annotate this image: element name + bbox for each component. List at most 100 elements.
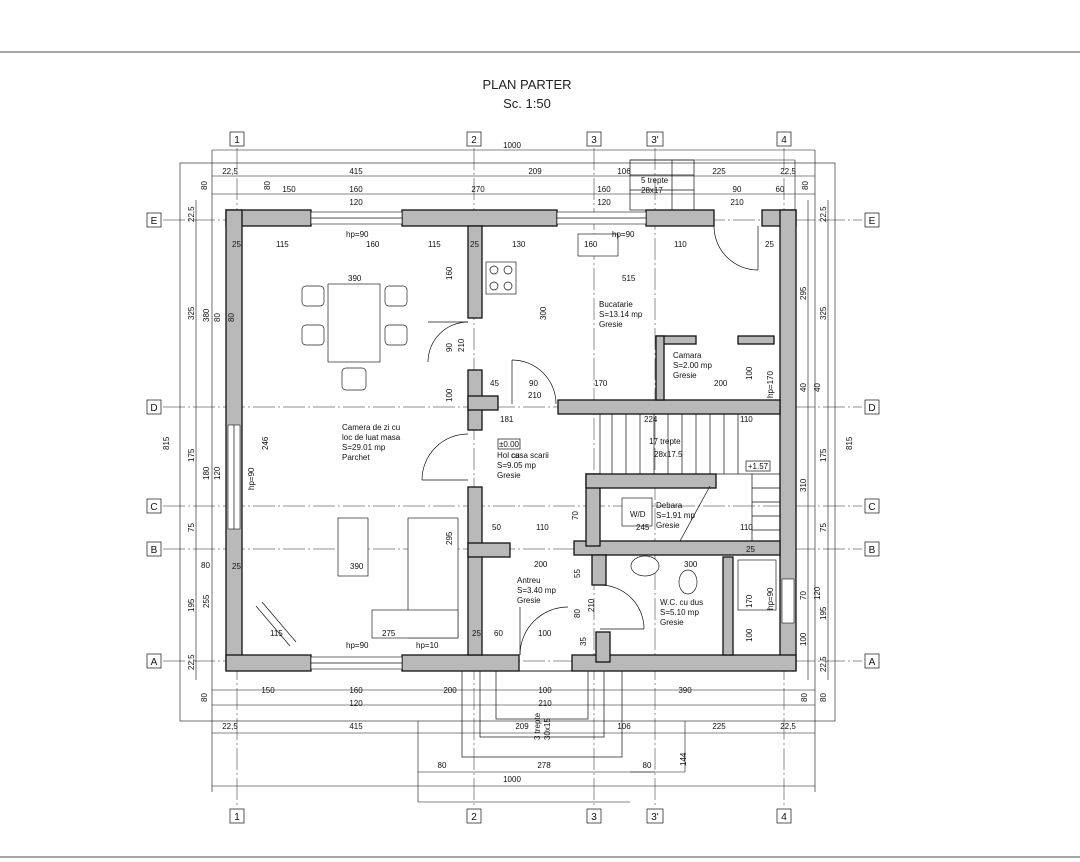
room-pantry-floor: Gresie [673,371,697,380]
dim-left: 325 [187,306,196,320]
grid-labels-sides: E D C B A E D C B A [146,212,880,669]
grid-label-2-bottom: 2 [471,812,477,823]
sill-height-bottom-left: hp=90 [346,641,369,650]
dim-bottom-r2: 415 [349,722,363,731]
dim-left: 22,5 [187,654,196,670]
dim-top-r2: 60 [776,185,785,194]
grid-labels-top: 1 2 3 3' 4 [229,131,792,147]
dim-bottom-r2: 22,5 [780,722,796,731]
dim-bottom-overall: 1000 [503,775,521,784]
dim-bottom-r1b: 210 [538,699,552,708]
dim-int: 100 [745,628,754,642]
dim-right: 40 [813,383,822,392]
grid-label-C-left: C [150,502,157,513]
room-wc-name: W.C. cu dus [660,598,703,607]
dim-top-r2b: 120 [597,198,611,207]
dim-int: 200 [534,560,548,569]
dim-right: 22,5 [819,656,828,672]
dim-int: 390 [350,562,364,571]
dim-bottom-r2: 106 [617,722,631,731]
room-hall-l1: Hol cu [497,451,520,460]
dim-int: 160 [445,266,454,280]
dimensions-left: 22,5 325 380 815 175 180 120 75 80 195 2… [162,206,236,670]
outside-steps-top-size: 28x17 [641,186,663,195]
dim-bottom-r2: 225 [712,722,726,731]
dim-top-height: 80 [263,181,272,190]
dim-right: 195 [819,606,828,620]
dim-int: 160 [366,240,380,249]
dim-int: 224 [644,415,658,424]
sill-height-top-left: hp=90 [346,230,369,239]
dim-int: 110 [740,415,753,424]
dim-int: 210 [457,338,466,352]
chair [301,285,325,307]
dim-right: 120 [813,586,822,600]
plan-scale: Sc. 1:50 [503,96,551,111]
dim-top-r2: 270 [471,185,485,194]
dim-int: 170 [594,379,608,388]
dim-int: 100 [445,388,454,402]
dim-int: 130 [512,240,526,249]
interior-walls [467,225,781,663]
dim-int: 35 [579,637,588,646]
dim-right: 80 [819,693,828,702]
toilet [678,569,698,595]
room-pantry-name: Camara [673,351,702,360]
grid-label-2-top: 2 [471,135,477,146]
dim-right: 40 [799,383,808,392]
grid-label-3-top: 3 [591,135,597,146]
level-zero: ±0.00 [499,440,520,449]
room-living-l2: loc de luat masa [342,433,401,442]
dim-right: 80 [801,181,810,190]
washer-dryer [621,497,653,527]
dim-int: 25 [472,629,481,638]
exterior-walls [225,209,797,672]
dim-left: 80 [213,313,222,322]
dim-top-r2: 160 [597,185,611,194]
annotations: 17 trepte 28x17.5 ±0.00 +1.57 W/D 5 trep… [247,176,775,740]
dim-int: 160 [584,240,598,249]
dim-int: 515 [622,274,636,283]
stove [485,261,517,295]
dim-top-overall: 1000 [503,141,521,150]
dim-top-r1: 22,5 [780,167,796,176]
outside-steps-bottom-size: 30x15 [543,718,552,740]
room-kitchen-area: S=13.14 mp [599,310,643,319]
dim-int: 55 [573,569,582,578]
dim-int: 115 [428,240,441,249]
dim-int: 300 [539,306,548,320]
dim-right: 310 [799,478,808,492]
dim-left: 22,5 [187,206,196,222]
stairs-size: 28x17.5 [654,450,683,459]
dim-int: 390 [348,274,362,283]
dim-right: 22,5 [819,206,828,222]
dim-bottom-side: 80 [200,693,209,702]
chair [384,285,408,307]
dim-int: 200 [714,379,728,388]
dim-int: 90 [445,343,454,352]
dim-bottom-r1: 160 [349,686,363,695]
dim-int: 295 [445,531,454,545]
dim-left: 255 [202,594,211,608]
room-labels: Camera de zi cu loc de luat masa S=29.01… [342,300,712,627]
dim-int: 210 [587,598,596,612]
dim-int: 45 [490,379,499,388]
outside-steps-bottom-count: 3 trepte [533,712,542,740]
grid-label-E-left: E [151,216,158,227]
room-storage-name: Debara [656,501,683,510]
room-living-floor: Parchet [342,453,370,462]
room-storage-floor: Gresie [656,521,680,530]
room-hall-l2: casa scarii [511,451,549,460]
dim-int: 50 [492,523,501,532]
outside-steps-top-count: 5 trepte [641,176,669,185]
dim-left: 120 [213,466,222,480]
dim-top-r2b: 210 [730,198,744,207]
dim-int: 275 [382,629,396,638]
dim-top-height: 80 [200,181,209,190]
grid-label-B-right: B [869,545,876,556]
dim-int: 110 [536,523,549,532]
grid-label-C-right: C [868,502,875,513]
stairs-count: 17 trepte [649,437,681,446]
dim-top-r1: 415 [349,167,363,176]
